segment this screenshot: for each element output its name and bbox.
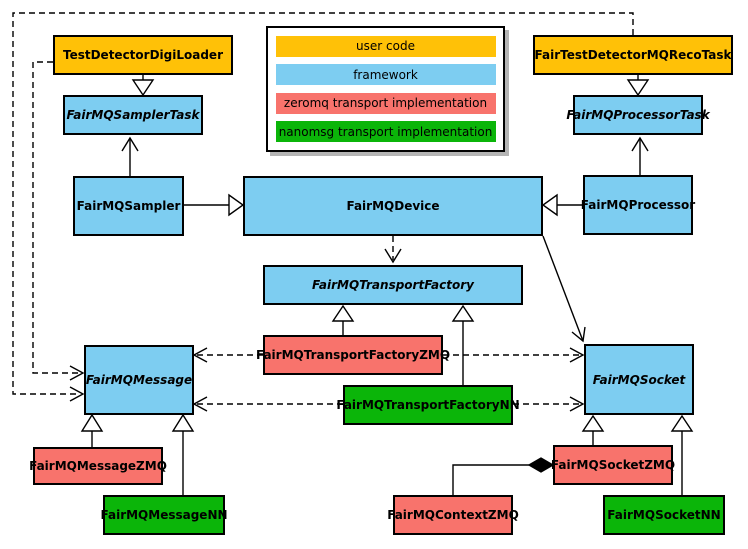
triangle-arrowhead	[80, 413, 104, 432]
triangle-arrowhead	[626, 79, 650, 97]
class-box-fairmqsocketnn: FairMQSocketNN	[603, 495, 725, 535]
legend-box: user code framework zeromq transport imp…	[266, 26, 505, 152]
class-box-fairmqmessage: FairMQMessage	[84, 345, 194, 415]
triangle-arrowhead	[131, 79, 155, 97]
dependency-digiloader-to-message	[32, 61, 80, 374]
class-box-fairmqtransportfactory: FairMQTransportFactory	[263, 265, 523, 305]
class-box-fairmqmessagenn: FairMQMessageNN	[100, 495, 228, 535]
triangle-arrowhead	[171, 413, 195, 432]
class-box-fairmqtransportfactorynn: FairMQTransportFactoryNN	[336, 385, 520, 425]
composition-contextzmq-socketzmq	[452, 464, 529, 495]
triangle-arrowhead	[670, 414, 694, 432]
class-box-fairmqsampler: FairMQSampler	[73, 176, 184, 236]
arrowhead-open	[69, 386, 85, 402]
legend-item-framework: framework	[275, 64, 496, 86]
triangle-arrowhead	[581, 414, 605, 432]
triangle-arrowhead	[541, 193, 558, 217]
arrowhead-open	[121, 136, 139, 152]
class-box-fairtestdetectormqrecotask: FairTestDetectorMQRecoTask	[533, 35, 733, 75]
diamond-arrowhead	[527, 457, 555, 473]
class-box-fairmqsocketzmq: FairMQSocketZMQ	[551, 445, 675, 485]
arrowhead-open	[192, 396, 208, 412]
arrowhead-open	[69, 365, 85, 381]
triangle-arrowhead	[331, 304, 355, 322]
class-box-fairmqmessagezmq: FairMQMessageZMQ	[29, 447, 167, 485]
class-box-fairmqdevice: FairMQDevice	[243, 176, 543, 236]
arrowhead-open	[569, 347, 585, 363]
dependency-recotask-to-message	[12, 12, 634, 395]
legend-item-zeromq: zeromq transport implementation	[275, 92, 496, 114]
arrowhead-open	[192, 347, 208, 363]
arrowhead-open	[571, 326, 586, 343]
class-box-fairmqtransportfactoryzmq: FairMQTransportFactoryZMQ	[256, 335, 450, 375]
legend-item-nanomsg: nanomsg transport implementation	[275, 121, 496, 143]
arrowhead-open	[631, 136, 649, 152]
triangle-arrowhead	[451, 304, 475, 322]
class-box-fairmqcontextzmq: FairMQContextZMQ	[387, 495, 519, 535]
arrowhead-open	[384, 248, 402, 264]
class-box-fairmqsocket: FairMQSocket	[584, 344, 694, 415]
class-box-testdetectordigiloader: TestDetectorDigiLoader	[53, 35, 233, 75]
arrowhead-open	[569, 396, 585, 412]
legend-item-user-code: user code	[275, 35, 496, 57]
triangle-arrowhead	[228, 193, 245, 217]
class-box-fairmqprocessor: FairMQProcessor	[581, 175, 695, 235]
class-box-fairmqprocessortask: FairMQProcessorTask	[566, 95, 710, 135]
assoc-device-socket	[542, 235, 584, 342]
class-box-fairmqsamplertask: FairMQSamplerTask	[63, 95, 203, 135]
